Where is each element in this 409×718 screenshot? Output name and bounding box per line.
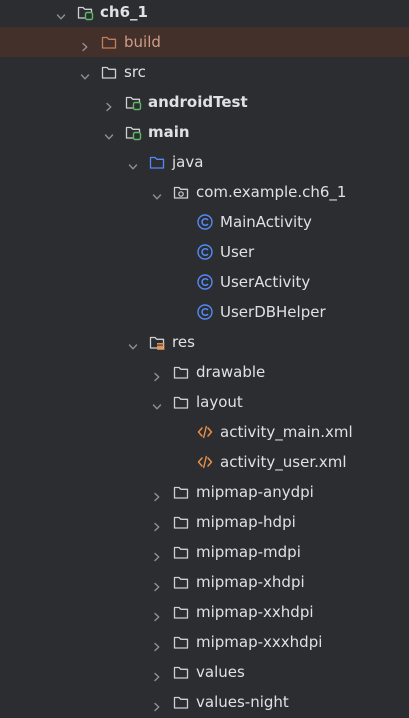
tree-item-label: src [124, 63, 146, 81]
tree-item-user[interactable]: User [0, 237, 409, 267]
chevron-right-icon[interactable] [80, 37, 90, 52]
tree-item-res[interactable]: res [0, 327, 409, 357]
chevron-right-icon[interactable] [152, 637, 162, 652]
tree-item-mipmap-xxhdpi[interactable]: mipmap-xxhdpi [0, 597, 409, 627]
tree-item-label: values [196, 663, 245, 681]
folder-icon [172, 663, 190, 681]
xml-file-icon [196, 423, 214, 441]
chevron-right-icon[interactable] [152, 367, 162, 382]
tree-item-values[interactable]: values [0, 657, 409, 687]
chevron-right-icon[interactable] [152, 667, 162, 682]
tree-item-label: java [172, 153, 204, 171]
tree-item-useractivity[interactable]: UserActivity [0, 267, 409, 297]
tree-item-activity-user-xml[interactable]: activity_user.xml [0, 447, 409, 477]
class-icon [196, 273, 214, 291]
tree-item-label: mipmap-anydpi [196, 483, 314, 501]
tree-item-label: values-night [196, 693, 289, 711]
tree-item-label: UserDBHelper [220, 303, 326, 321]
xml-file-icon [196, 453, 214, 471]
folder-icon [172, 513, 190, 531]
chevron-down-icon[interactable] [104, 127, 114, 140]
class-icon [196, 303, 214, 321]
tree-item-mipmap-hdpi[interactable]: mipmap-hdpi [0, 507, 409, 537]
chevron-right-icon[interactable] [152, 697, 162, 712]
tree-item-label: mipmap-xxxhdpi [196, 633, 323, 651]
tree-item-label: mipmap-hdpi [196, 513, 296, 531]
source-root-folder-icon [148, 153, 166, 171]
tree-item-label: mipmap-xhdpi [196, 573, 305, 591]
tree-item-label: MainActivity [220, 213, 312, 231]
class-icon [196, 243, 214, 261]
tree-item-androidtest[interactable]: androidTest [0, 87, 409, 117]
tree-item-label: mipmap-mdpi [196, 543, 301, 561]
tree-item-label: activity_main.xml [220, 423, 353, 441]
folder-icon [172, 633, 190, 651]
tree-item-com-example-ch6-1[interactable]: com.example.ch6_1 [0, 177, 409, 207]
tree-item-label: main [148, 123, 190, 141]
tree-item-label: ch6_1 [100, 3, 148, 21]
tree-item-label: androidTest [148, 93, 248, 111]
chevron-down-icon[interactable] [128, 337, 138, 350]
chevron-right-icon[interactable] [152, 547, 162, 562]
tree-item-label: drawable [196, 363, 266, 381]
tree-item-drawable[interactable]: drawable [0, 357, 409, 387]
folder-icon [172, 543, 190, 561]
folder-icon [100, 63, 118, 81]
chevron-right-icon[interactable] [152, 607, 162, 622]
tree-item-label: build [124, 33, 161, 51]
chevron-down-icon[interactable] [128, 157, 138, 170]
tree-item-mipmap-xhdpi[interactable]: mipmap-xhdpi [0, 567, 409, 597]
tree-item-mipmap-anydpi[interactable]: mipmap-anydpi [0, 477, 409, 507]
module-folder-icon [76, 3, 94, 21]
folder-icon [172, 483, 190, 501]
tree-item-label: activity_user.xml [220, 453, 347, 471]
folder-icon [172, 363, 190, 381]
folder-icon [172, 573, 190, 591]
tree-item-label: User [220, 243, 255, 261]
tree-item-mainactivity[interactable]: MainActivity [0, 207, 409, 237]
folder-icon [172, 393, 190, 411]
tree-item-label: com.example.ch6_1 [196, 183, 347, 201]
chevron-down-icon[interactable] [152, 397, 162, 410]
class-icon [196, 213, 214, 231]
tree-item-layout[interactable]: layout [0, 387, 409, 417]
tree-item-activity-main-xml[interactable]: activity_main.xml [0, 417, 409, 447]
tree-item-mipmap-mdpi[interactable]: mipmap-mdpi [0, 537, 409, 567]
tree-item-src[interactable]: src [0, 57, 409, 87]
chevron-down-icon[interactable] [152, 187, 162, 200]
tree-item-label: UserActivity [220, 273, 311, 291]
source-set-folder-icon [124, 123, 142, 141]
chevron-down-icon[interactable] [56, 7, 66, 20]
resources-folder-icon [148, 333, 166, 351]
source-set-folder-icon [124, 93, 142, 111]
tree-item-java[interactable]: java [0, 147, 409, 177]
build-folder-icon [100, 33, 118, 51]
tree-item-values-night[interactable]: values-night [0, 687, 409, 717]
tree-item-build[interactable]: build [0, 27, 409, 57]
chevron-right-icon[interactable] [104, 97, 114, 112]
chevron-down-icon[interactable] [80, 67, 90, 80]
tree-item-main[interactable]: main [0, 117, 409, 147]
tree-item-mipmap-xxxhdpi[interactable]: mipmap-xxxhdpi [0, 627, 409, 657]
chevron-right-icon[interactable] [152, 517, 162, 532]
chevron-right-icon[interactable] [152, 487, 162, 502]
tree-item-ch6-1[interactable]: ch6_1 [0, 0, 409, 27]
package-icon [172, 183, 190, 201]
tree-item-label: mipmap-xxhdpi [196, 603, 314, 621]
folder-icon [172, 693, 190, 711]
tree-item-userdbhelper[interactable]: UserDBHelper [0, 297, 409, 327]
tree-item-label: res [172, 333, 195, 351]
tree-item-label: layout [196, 393, 243, 411]
folder-icon [172, 603, 190, 621]
chevron-right-icon[interactable] [152, 577, 162, 592]
